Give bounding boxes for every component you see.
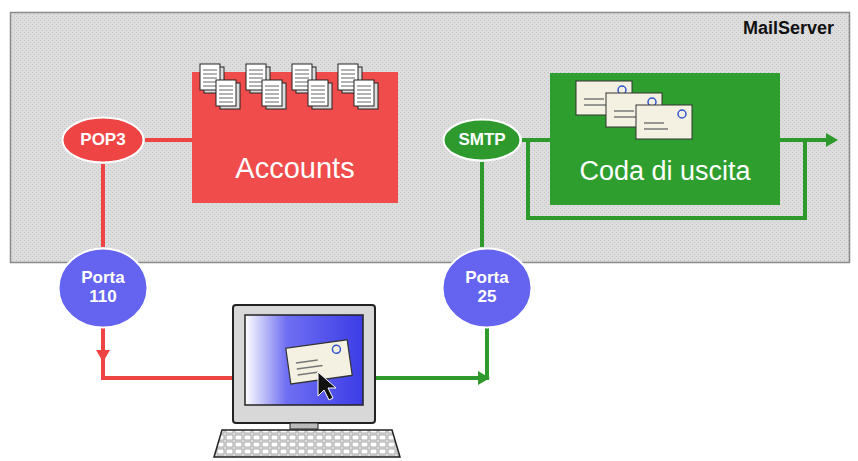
account-files [200,64,390,120]
node-label: SMTP [458,131,505,150]
server-band: MailServerPOP3Accounts SMTP Coda di uscita [10,12,850,263]
accounts-box: Accounts [192,72,398,203]
server-title: MailServer [743,18,834,39]
node-label: Porta 25 [457,269,517,306]
arrow-head [478,371,490,385]
download-line [103,326,234,378]
connector [101,164,105,247]
queue-box: Coda di uscita [550,73,780,205]
arrow-head [826,133,838,147]
mail-letters [576,81,716,151]
node-label: Porta 110 [73,269,133,306]
connector [145,138,192,142]
node-label: Accounts [235,153,354,185]
protocol-ellipse: POP3 [61,116,145,164]
upload-line [374,326,487,378]
server-band [11,13,850,263]
arrow-head [96,350,110,362]
computer [214,305,400,457]
node-label: POP3 [80,131,125,150]
node-label: Coda di uscita [579,157,750,187]
port-circle: Porta 110 [57,247,149,329]
protocol-ellipse: SMTP [442,118,522,162]
port-circle: Porta 25 [441,247,533,329]
connector [522,138,550,142]
connector [480,162,484,247]
